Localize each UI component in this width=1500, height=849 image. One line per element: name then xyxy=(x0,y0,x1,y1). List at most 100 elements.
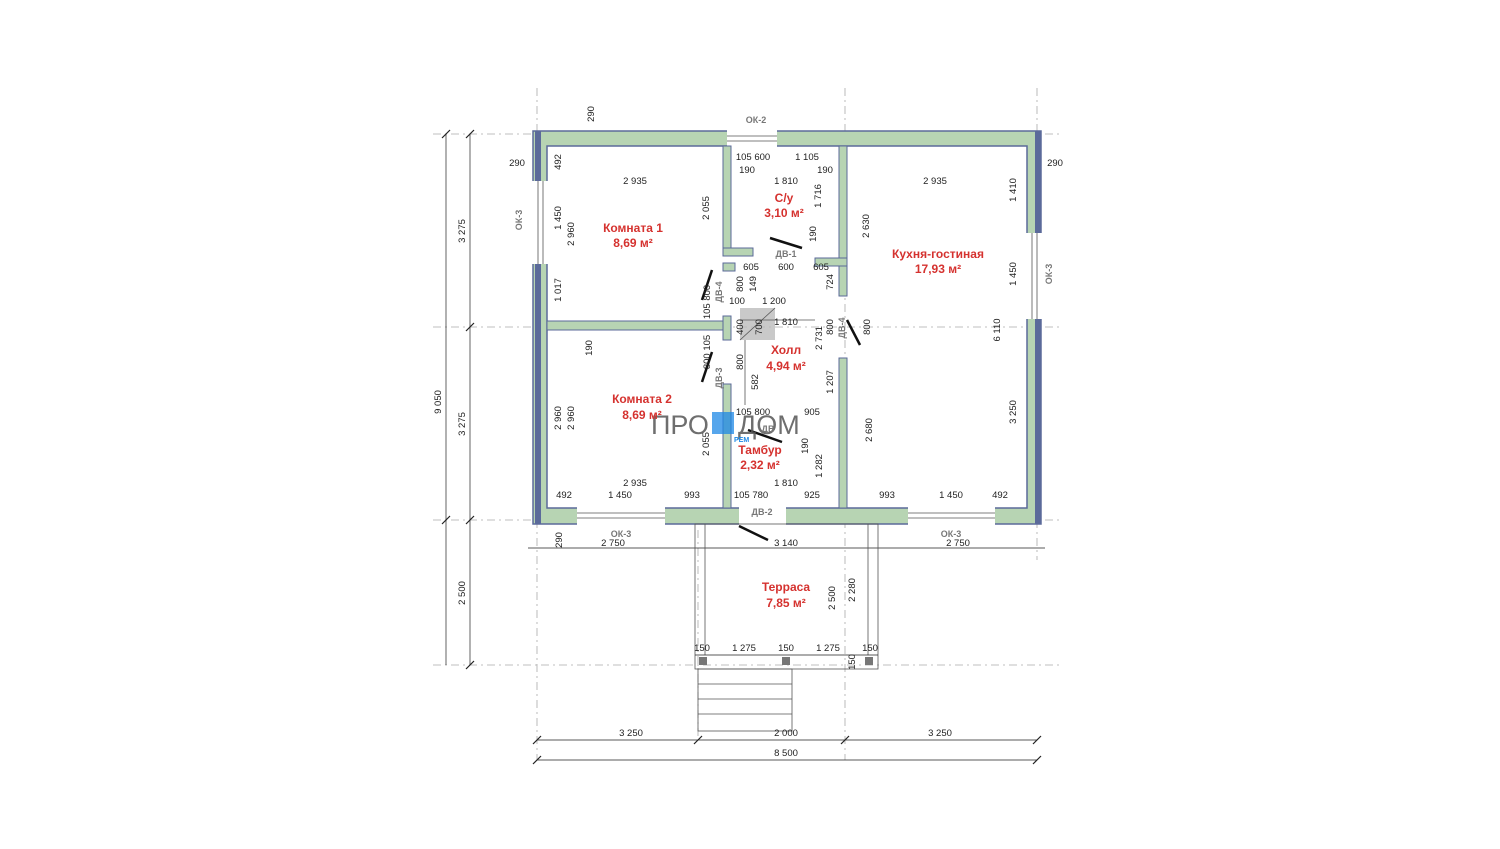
dim: 492 xyxy=(992,490,1008,501)
post xyxy=(782,657,790,665)
dim: 1 275 xyxy=(732,643,756,654)
dim: 2 960 xyxy=(553,406,564,430)
post xyxy=(699,657,707,665)
dim: 105 600 xyxy=(736,152,770,163)
terrace-name: Терраса xyxy=(762,580,811,594)
dim: 2 055 xyxy=(701,432,712,456)
svg-text:ПРО: ПРО xyxy=(651,410,709,440)
dim: 1 810 xyxy=(774,478,798,489)
dim: 800 xyxy=(862,319,873,335)
dim: 1 810 xyxy=(774,317,798,328)
dim: 724 xyxy=(825,274,836,290)
dim: 925 xyxy=(804,490,820,501)
dim: 2 960 xyxy=(566,222,577,246)
dim: 190 xyxy=(739,165,755,176)
exterior-walls xyxy=(532,130,1042,525)
dimension-labels: 290 290 2 935 105 600 1 105 190 190 1 81… xyxy=(433,106,1063,759)
dim: 2 680 xyxy=(864,418,875,442)
dim: 993 xyxy=(684,490,700,501)
dim: 100 xyxy=(729,296,745,307)
dim: 3 250 xyxy=(928,728,952,739)
dim: 1 200 xyxy=(762,296,786,307)
dim: 605 xyxy=(743,262,759,273)
kitchen-area: 17,93 м² xyxy=(915,262,961,276)
room1-area: 8,69 м² xyxy=(613,236,653,250)
dim: 190 xyxy=(800,438,811,454)
dim: 1 450 xyxy=(553,206,564,230)
dim: 2 000 xyxy=(774,728,798,739)
mark-ok3-left: ОК-3 xyxy=(514,210,524,231)
dim: 3 250 xyxy=(1008,400,1019,424)
stair xyxy=(739,307,815,405)
dim: 290 xyxy=(554,532,565,548)
bottom-dimension-chain xyxy=(528,547,1045,765)
mark-dv4-right: ДВ-4 xyxy=(837,318,847,339)
mark-dv2: ДВ-2 xyxy=(752,507,773,517)
dim: 1 207 xyxy=(825,370,836,394)
dim: 2 055 xyxy=(701,196,712,220)
dim: 800 105 xyxy=(702,335,713,369)
dim: 605 xyxy=(813,262,829,273)
dim: 149 xyxy=(748,276,759,292)
dim: 2 630 xyxy=(861,214,872,238)
kitchen-name: Кухня-гостиная xyxy=(892,247,984,261)
vestibule-area: 2,32 м² xyxy=(740,458,780,472)
room2-name: Комната 2 xyxy=(612,392,672,406)
post xyxy=(865,657,873,665)
mark-ok2: ОК-2 xyxy=(746,115,767,125)
mark-dv3: ДВ-3 xyxy=(714,368,724,389)
dim: 2 960 xyxy=(566,406,577,430)
dim: 1 017 xyxy=(553,278,564,302)
dim: 9 050 xyxy=(433,390,444,414)
dim: 905 xyxy=(804,407,820,418)
dim: 2 731 xyxy=(814,326,825,350)
dim: 3 250 xyxy=(619,728,643,739)
element-marks: ОК-2 ОК-3 ОК-3 ОК-3 ОК-3 ДВ-1 ДВ-2 ДВ-4 … xyxy=(514,115,1054,539)
dim: 290 xyxy=(1047,158,1063,169)
dim: 993 xyxy=(879,490,895,501)
dim: 1 810 xyxy=(774,176,798,187)
mark-dv4-left: ДВ-4 xyxy=(714,282,724,303)
dim: 290 xyxy=(509,158,525,169)
mark-dv-vestibule: ДВ xyxy=(762,424,775,434)
dim: 1 450 xyxy=(1008,262,1019,286)
dim: 2 280 xyxy=(847,578,858,602)
dim: 492 xyxy=(556,490,572,501)
dim: 150 xyxy=(778,643,794,654)
dim: 800 xyxy=(735,276,746,292)
dim: 2 935 xyxy=(623,176,647,187)
dim: 290 xyxy=(586,106,597,122)
room-labels: Комната 1 8,69 м² С/у 3,10 м² Кухня-гост… xyxy=(603,191,984,610)
left-dimension-chain xyxy=(441,129,475,670)
window-openings xyxy=(531,129,1043,526)
dim: 105 800 xyxy=(736,407,770,418)
dim: 582 xyxy=(750,374,761,390)
dim: 2 935 xyxy=(923,176,947,187)
dim: 400 xyxy=(735,319,746,335)
dim: 8 500 xyxy=(774,748,798,759)
mark-ok3-right: ОК-3 xyxy=(1044,264,1054,285)
dim: 105 780 xyxy=(734,490,768,501)
dim: 190 xyxy=(584,340,595,356)
dim: 800 xyxy=(735,354,746,370)
steps xyxy=(697,668,793,732)
svg-text:ДОМ: ДОМ xyxy=(738,410,800,440)
dim: 150 xyxy=(862,643,878,654)
dim: 150 xyxy=(847,654,858,670)
dim: 1 410 xyxy=(1008,178,1019,202)
dim: 1 716 xyxy=(813,184,824,208)
dim: 150 xyxy=(694,643,710,654)
mark-dv1: ДВ-1 xyxy=(776,249,797,259)
dim: 2 500 xyxy=(457,581,468,605)
doors xyxy=(700,236,862,542)
terrace xyxy=(694,523,879,732)
bath-name: С/у xyxy=(775,191,794,205)
room1-name: Комната 1 xyxy=(603,221,663,235)
hall-name: Холл xyxy=(771,343,801,357)
dim: 3 140 xyxy=(774,538,798,549)
watermark-logo: ПРО ДОМ РЕМ xyxy=(651,410,800,444)
dim: 600 xyxy=(778,262,794,273)
room2-area: 8,69 м² xyxy=(622,408,662,422)
dim: 1 450 xyxy=(608,490,632,501)
